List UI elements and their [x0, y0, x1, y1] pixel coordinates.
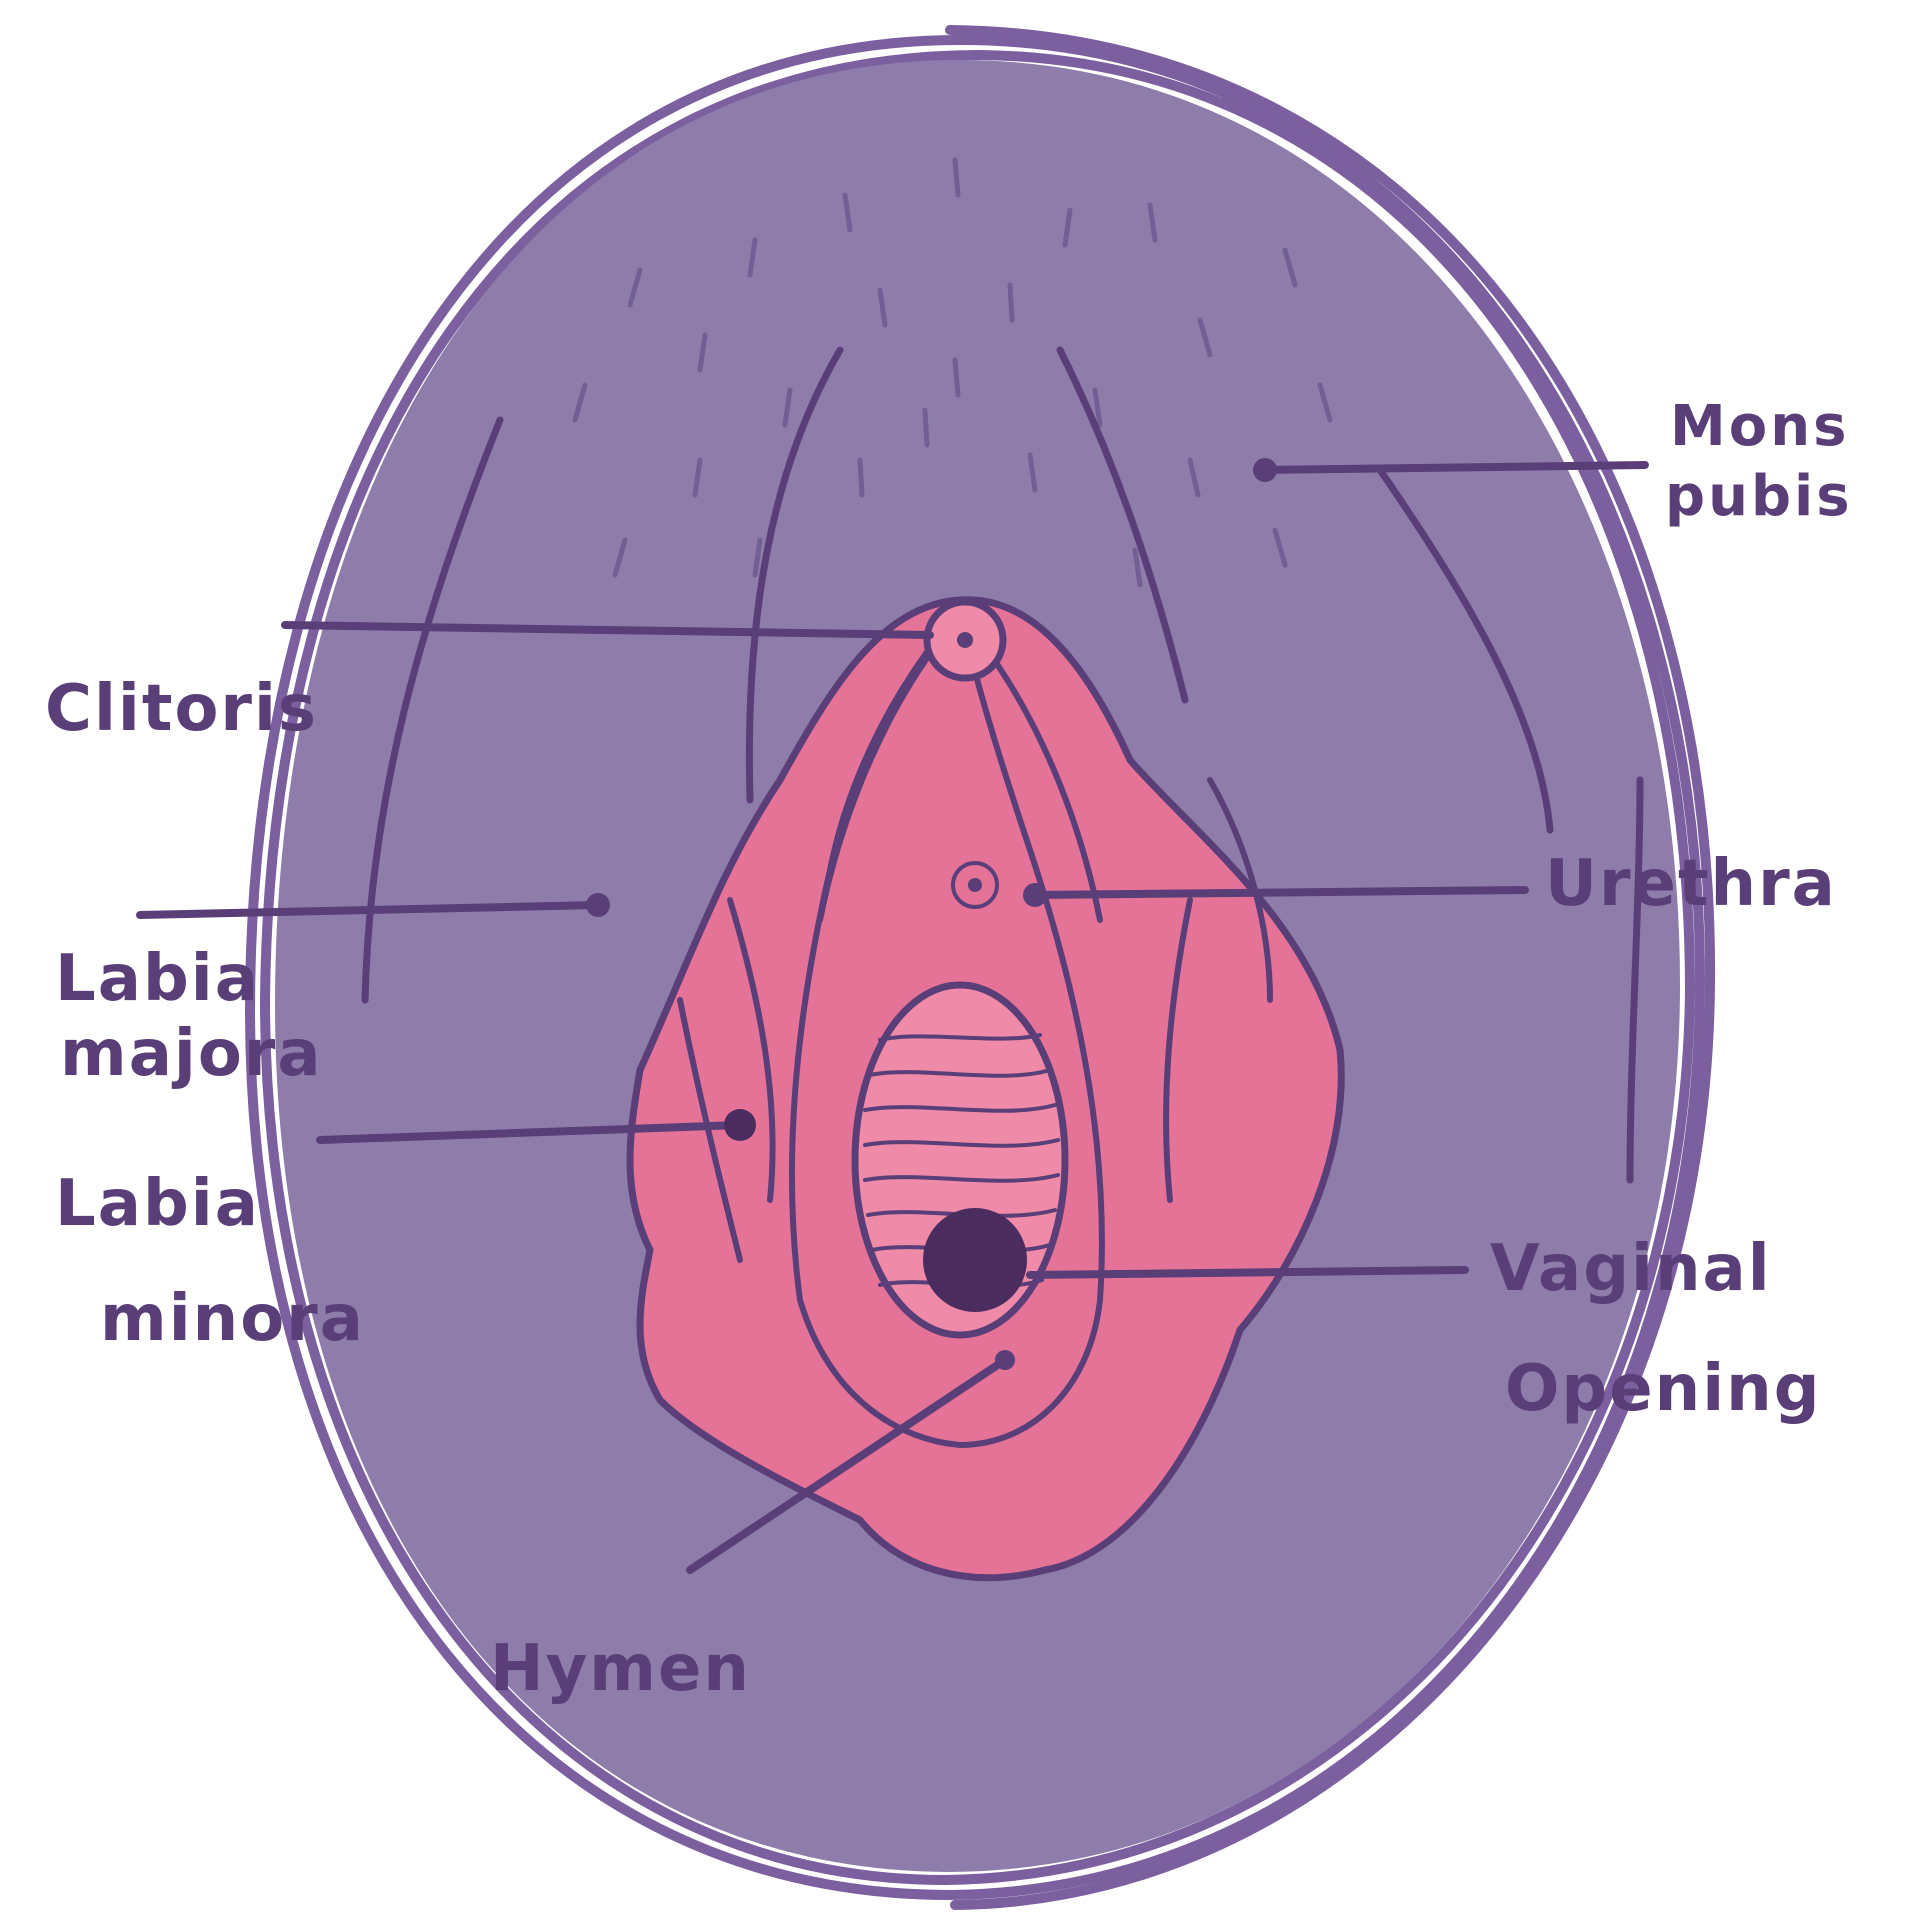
- hair-marks: [572, 157, 1333, 588]
- vaginal-opening-shape: [923, 1208, 1027, 1312]
- label-hymen: Hymen: [490, 1632, 751, 1706]
- label-labia-majora-line2: majora: [60, 1017, 323, 1091]
- label-vaginal-opening-line2: Opening: [1505, 1352, 1822, 1426]
- urethra-shape: [951, 861, 999, 909]
- label-vaginal-opening-line1: Vaginal: [1490, 1232, 1772, 1306]
- labels: Mons pubis Clitoris Urethra Labia majora…: [45, 394, 1853, 1706]
- outer-sketch-strokes: [244, 25, 1716, 1910]
- clitoris-shape: [923, 598, 1007, 682]
- label-mons-pubis-line1: Mons: [1670, 394, 1849, 459]
- label-mons-pubis-line2: pubis: [1665, 464, 1853, 529]
- label-urethra: Urethra: [1545, 847, 1837, 921]
- labia-minora-folds: [677, 607, 1273, 1449]
- label-labia-majora-line1: Labia: [55, 942, 260, 1016]
- label-labia-minora-line2: minora: [100, 1282, 365, 1356]
- label-clitoris: Clitoris: [45, 672, 318, 746]
- labia-majora-lines: [361, 346, 1644, 1184]
- leader-lines: [136, 458, 1649, 1574]
- label-labia-minora-line1: Labia: [55, 1167, 260, 1241]
